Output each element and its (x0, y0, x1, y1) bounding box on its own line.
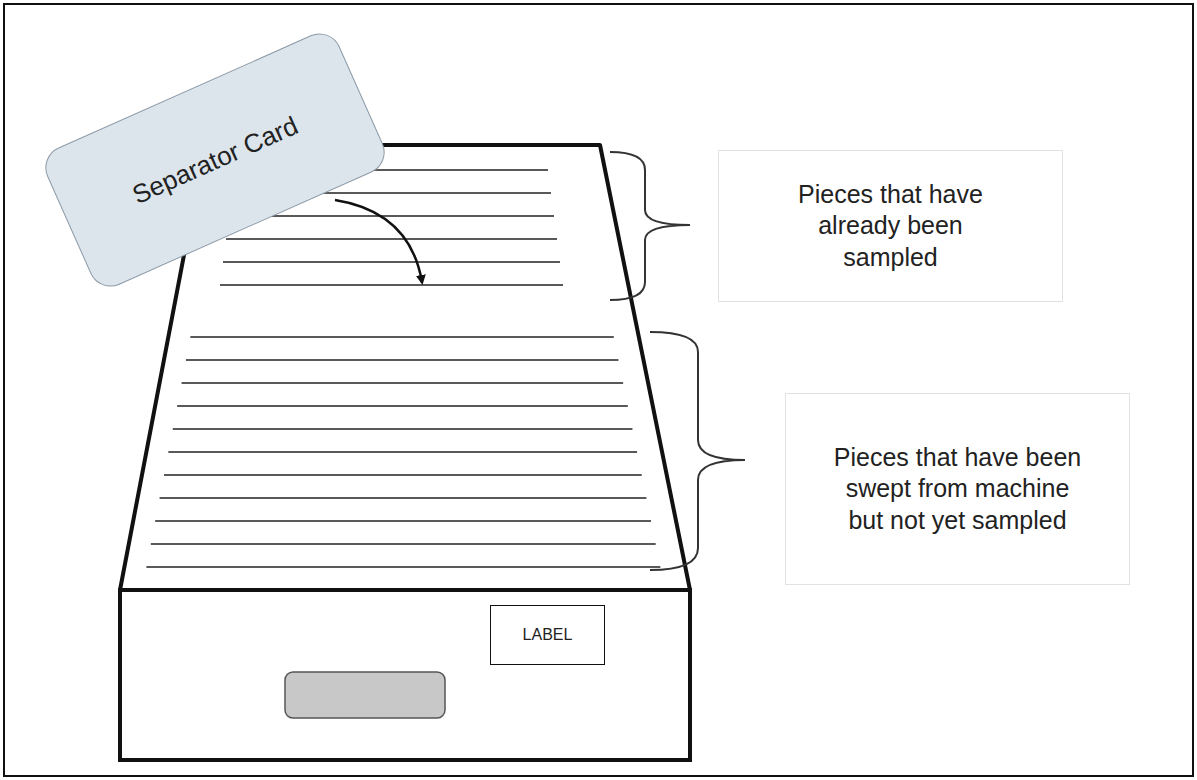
node-text: Pieces that have been swept from machine… (831, 442, 1084, 536)
mail-piece-line (160, 497, 647, 499)
insert-arrow (335, 200, 422, 282)
callout-box: Pieces that have been swept from machine… (785, 393, 1130, 585)
callout-box: Pieces that have already been sampled (718, 150, 1063, 302)
lower-bracket (650, 332, 745, 570)
node-text: Separator Card (127, 109, 303, 211)
mail-piece-line (173, 428, 633, 430)
mail-piece-line (151, 543, 656, 545)
frame (4, 4, 1193, 776)
mail-piece-line (190, 336, 614, 338)
tray-handle (285, 672, 445, 718)
mail-piece-line (177, 405, 628, 407)
mail-piece-line (229, 215, 554, 217)
mail-piece-line (168, 451, 637, 453)
mail-piece-line (186, 359, 619, 361)
mail-piece-line (155, 520, 651, 522)
mail-piece-line (226, 238, 557, 240)
upper-bracket (610, 152, 690, 300)
tray-front (120, 590, 690, 760)
mail-piece-line (164, 474, 642, 476)
tray-label: LABEL (490, 605, 605, 665)
mail-piece-line (223, 261, 560, 263)
node-text: LABEL (523, 625, 573, 645)
node-text: Pieces that have already been sampled (774, 179, 1007, 273)
mail-piece-line (220, 284, 563, 286)
mail-piece-line (182, 382, 624, 384)
mail-piece-line (146, 566, 660, 568)
